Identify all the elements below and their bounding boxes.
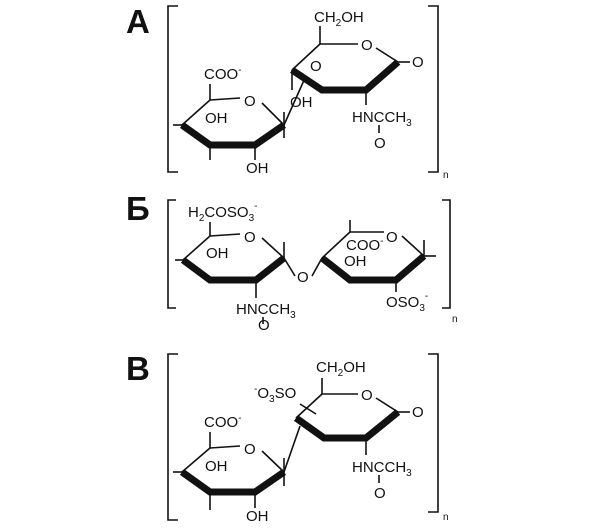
panel-b-acetamido: HNCCH3 — [236, 301, 296, 321]
panel-b-ring1-hydroxyl: OH — [206, 245, 229, 262]
panel-b-ring2-hydroxyl: OH — [344, 253, 367, 270]
panel-a-letter: А — [126, 3, 150, 40]
panel-b-link-bond-left — [283, 257, 296, 277]
panel-c-ring2-oxygen: O — [361, 387, 373, 404]
panel-a-link-oxygen: O — [310, 58, 322, 75]
panel-a-repeat-n: n — [443, 170, 449, 181]
panel-c-sulfate: -O3SO — [254, 384, 296, 405]
panel-a-glycosidic-bond — [283, 77, 306, 126]
panel-c-hydroxymethyl: CH2OH — [316, 359, 366, 379]
panel-a-carbonyl-oxygen: O — [374, 135, 386, 152]
panel-c-ring1-oxygen: O — [244, 441, 256, 458]
panel-b-letter: Б — [126, 190, 150, 227]
panel-c-repeat-n: n — [443, 512, 449, 523]
panel-c-carbonyl-oxygen: O — [374, 485, 386, 502]
panel-a-end-oxygen: O — [412, 54, 424, 71]
panel-c: В n O COO- OH OH — [126, 350, 449, 525]
panel-a-ring-2 — [290, 26, 410, 105]
panel-b-right-bracket — [442, 199, 451, 309]
panel-c-carboxylate: COO- — [204, 413, 242, 431]
panel-a-hydroxymethyl: CH2OH — [314, 9, 364, 29]
panel-c-right-bracket — [428, 353, 439, 513]
panel-c-ring1-hydroxyl: OH — [205, 458, 228, 475]
panel-b: Б n O H2COSO3- OH HNCCH3 O O — [126, 190, 458, 334]
panel-a-ring2-oxygen: O — [361, 37, 373, 54]
panel-b-sulfate: OSO3- — [386, 291, 428, 314]
panel-b-ring-1 — [175, 222, 287, 298]
panel-b-carbonyl-oxygen: O — [258, 317, 270, 334]
panel-a-left-bracket — [167, 5, 178, 173]
panel-a-ring1-hydroxyl: OH — [205, 110, 228, 127]
panel-c-end-oxygen: O — [412, 404, 424, 421]
panel-a-bottom-hydroxyl: OH — [246, 160, 269, 177]
panel-b-ring1-oxygen: O — [244, 229, 256, 246]
panel-a-ring1-oxygen: O — [244, 93, 256, 110]
panel-a-carboxylate: COO- — [204, 65, 242, 83]
panel-c-acetamido: HNCCH3 — [352, 459, 412, 479]
panel-a-link-hydroxyl: OH — [290, 94, 313, 111]
panel-c-ring-2 — [293, 378, 410, 455]
panel-a-right-bracket — [428, 5, 439, 173]
panel-a-ring-1 — [173, 84, 286, 160]
panel-c-bottom-hydroxyl: OH — [246, 508, 269, 525]
panel-b-repeat-n: n — [452, 314, 458, 325]
panel-c-glycosidic-bond — [283, 425, 301, 473]
panel-c-left-bracket — [167, 353, 178, 521]
panel-c-letter: В — [126, 350, 150, 387]
panel-a-acetamido: HNCCH3 — [352, 109, 412, 129]
panel-b-ring2-oxygen: O — [386, 229, 398, 246]
panel-b-left-bracket — [167, 199, 176, 309]
panel-b-link-oxygen: O — [297, 269, 309, 286]
panel-b-ring-2 — [319, 220, 436, 292]
panel-c-ring-1 — [173, 432, 286, 510]
panel-b-sulfated-methyl: H2COSO3- — [188, 201, 258, 224]
panel-a: А n O COO- OH OH — [126, 3, 449, 181]
panel-b-carboxylate: COO- — [346, 236, 384, 254]
